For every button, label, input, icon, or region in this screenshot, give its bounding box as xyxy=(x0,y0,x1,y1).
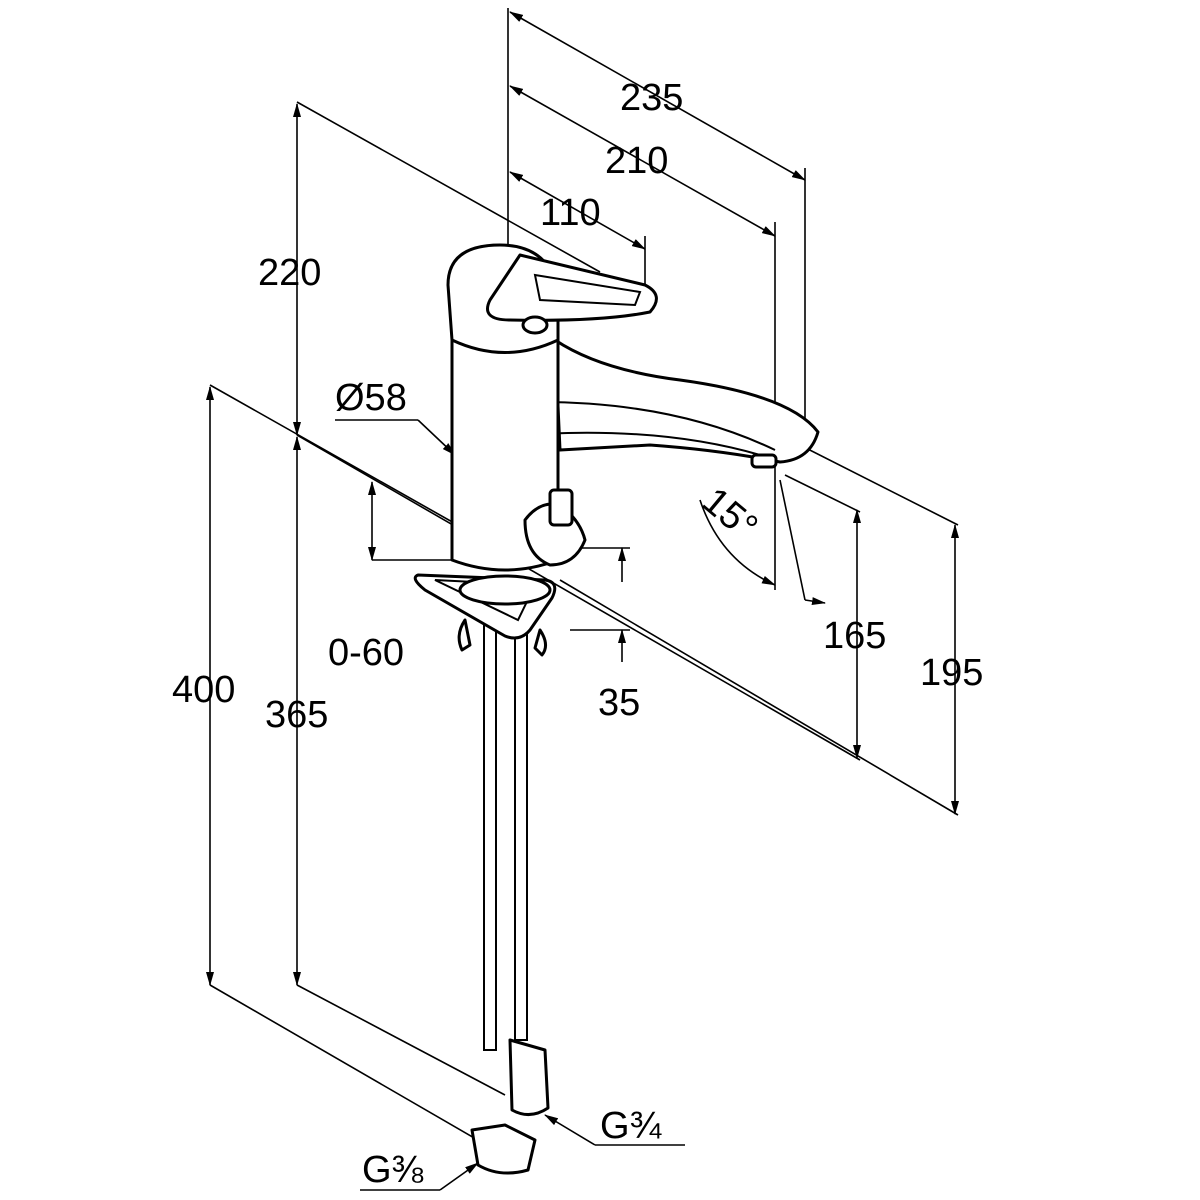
hose-connector-g38 xyxy=(470,1123,537,1175)
dim-235-label: 235 xyxy=(620,77,683,119)
dim-15-arc xyxy=(699,499,776,586)
dim-210-label: 210 xyxy=(605,140,668,182)
dim-0-60-label: 0-60 xyxy=(328,632,404,674)
dim-365-label: 365 xyxy=(265,694,328,736)
dimension-labels: 235 210 110 220 Ø58 400 365 0-60 35 15° … xyxy=(172,77,983,1191)
dim-195-label: 195 xyxy=(920,652,983,694)
dim-210-line xyxy=(509,85,776,237)
dim-15-label: 15° xyxy=(694,480,765,549)
dimension-lines xyxy=(206,11,959,1191)
spout xyxy=(553,338,820,464)
dim-400-label: 400 xyxy=(172,669,235,711)
hose-connector-g34 xyxy=(508,1038,550,1116)
extension-lines xyxy=(209,8,959,1151)
dim-110-label: 110 xyxy=(540,192,601,234)
dim-165-label: 165 xyxy=(823,615,886,657)
dim-58-label: Ø58 xyxy=(335,377,407,419)
dim-110-line xyxy=(509,171,646,250)
lever-handle xyxy=(486,253,658,322)
g34-label: G¾ xyxy=(600,1105,663,1147)
dim-35-label: 35 xyxy=(598,682,640,724)
faucet xyxy=(413,243,820,1175)
dim-220-label: 220 xyxy=(258,252,321,294)
g38-label: G⅜ xyxy=(362,1149,424,1191)
